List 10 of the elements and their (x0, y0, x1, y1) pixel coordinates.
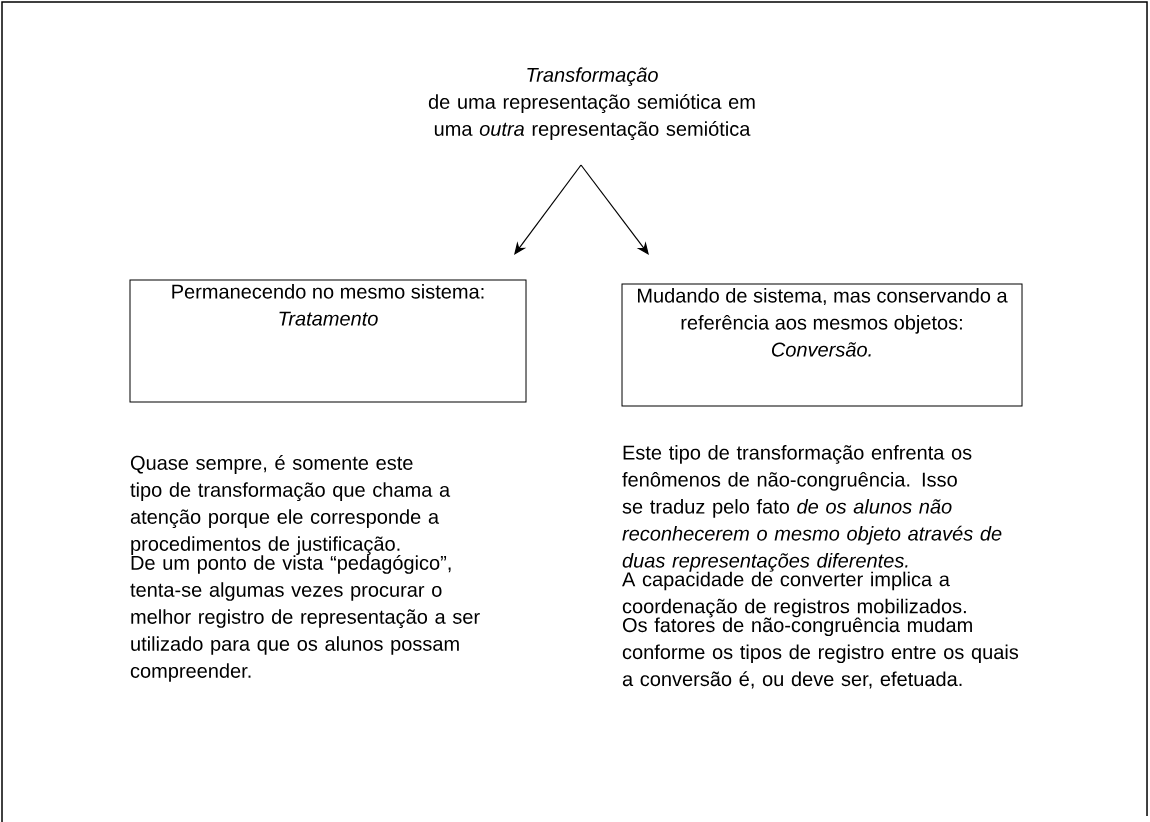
title-text: Transformação de uma representação semiótica em uma outra representação semiótica (428, 67, 755, 140)
paragraph-text: Este tipo de transformação enfrenta os fenômenos de não-congruência. Isso se traduz pelo fato de os alunos não reconhecerem o mesmo objeto através de duas representações diferentes. (622, 445, 1002, 572)
paragraph-text: A capacidade de converter implica a coordenação de registros mobilizados. (622, 571, 966, 618)
paragraph-text: Os fatores de não-congruência mudam conforme os tipos de registro entre os quais a conversão é, ou deve ser, efetuada. (622, 617, 1019, 689)
process-box: Mudando de sistema, mas conservando a referência aos mesmos objetos: Conversão. (621, 283, 1023, 407)
arrow (580, 164, 649, 255)
arrow (514, 164, 582, 255)
paragraph-text: Quase sempre, é somente este tipo de transformação que chama a atenção porque ele corresponde a procedimentos de justificação. (130, 455, 451, 555)
paragraph-text: De um ponto de vista “pedagógico”, tenta-se algumas vezes procurar o melhor registro de representação a ser utilizado para que os alunos possam compreender. (130, 554, 480, 682)
process-box: Permanecendo no mesmo sistema: Tratamento (129, 279, 527, 403)
